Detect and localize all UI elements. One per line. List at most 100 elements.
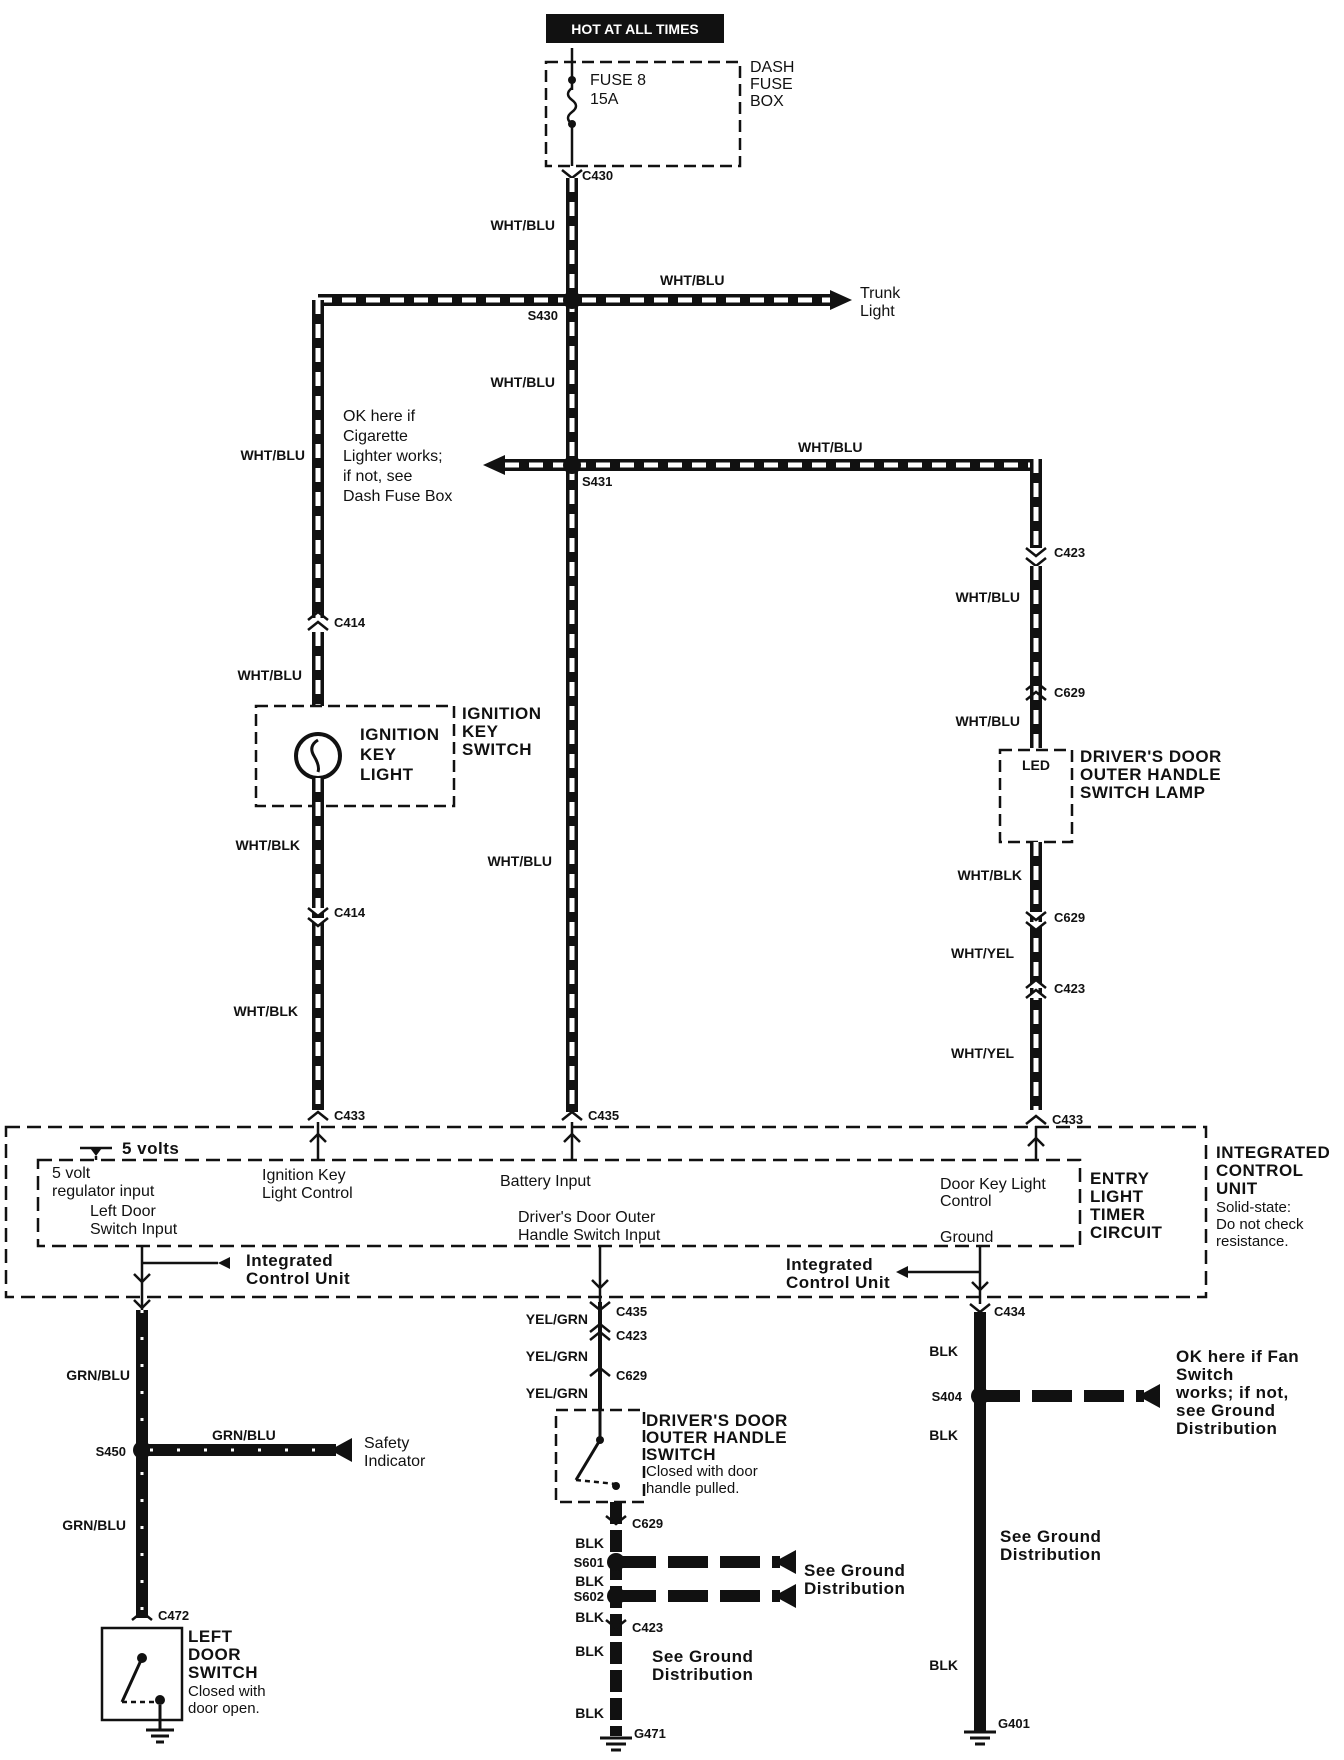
dash-fuse-box-label-3: BOX: [750, 93, 784, 110]
wire-label-right-5: WHT/YEL: [951, 1045, 1014, 1061]
left-door-switch-3: SWITCH: [188, 1663, 258, 1682]
ignition-outer-label-3: SWITCH: [462, 740, 532, 759]
fuse-element-icon: [566, 87, 578, 125]
icu-title-1: INTEGRATED: [1216, 1143, 1330, 1162]
left-output-connector-icon: [133, 1299, 151, 1310]
fuse-name: FUSE 8: [590, 72, 646, 89]
safety-indicator-arrow-icon: [330, 1438, 352, 1462]
ground-input-label: Ground: [940, 1229, 993, 1246]
hot-at-all-times-label: HOT AT ALL TIMES: [571, 21, 699, 37]
s404-arrow-icon: [1138, 1384, 1160, 1408]
left-door-switch-contact-bottom: [155, 1695, 165, 1705]
door-key-input-arrow-icon: [1027, 1136, 1045, 1147]
connector-c423-right-top-icon: [1025, 547, 1047, 568]
connector-c414-top-icon: [307, 610, 329, 631]
ignition-inner-label-1: IGNITION: [360, 725, 440, 744]
ground-dist-s601-1: See Ground: [804, 1561, 905, 1580]
led-lamp-box: [998, 748, 1074, 844]
left-door-switch-5: door open.: [188, 1700, 260, 1717]
connector-c435-bottom-label: C435: [616, 1304, 647, 1319]
s602-arrow-icon: [774, 1584, 796, 1608]
wire-label-center-1: WHT/BLU: [490, 217, 555, 233]
s601-arrow-icon: [774, 1550, 796, 1574]
connector-c629-center-top-icon: [589, 1366, 611, 1377]
ignition-outer-label-2: KEY: [462, 722, 499, 741]
ign-key-input-arrow-icon: [309, 1132, 327, 1143]
connector-c414-bottom-icon: [307, 907, 329, 928]
trunk-light-arrow-icon: [830, 290, 852, 310]
wire-label-blk-c4: BLK: [575, 1643, 604, 1659]
connector-c433-right-icon: [1025, 1114, 1047, 1125]
wire-label-right-4: WHT/YEL: [951, 945, 1014, 961]
icu-note-1: Solid-state:: [1216, 1199, 1291, 1216]
connector-c629-right-bottom-label: C629: [1054, 910, 1085, 925]
splice-s430-label: S430: [528, 308, 558, 323]
led-label: LED: [1022, 757, 1050, 773]
driver-switch-dash: [575, 1478, 617, 1486]
splice-s431-label: S431: [582, 474, 612, 489]
wire-label-yel-grn-1: YEL/GRN: [526, 1311, 588, 1327]
ground-g471-label: G471: [634, 1726, 666, 1741]
connector-c423-center-bottom-icon: [605, 1619, 627, 1630]
connector-c433-left-label: C433: [334, 1108, 365, 1123]
five-volts-label: 5 volts: [122, 1139, 179, 1158]
hot-at-all-times-badge: [546, 14, 724, 43]
left-door-input-1: Left Door: [90, 1203, 156, 1220]
left-output-arrow-icon: [133, 1273, 151, 1284]
led-lamp-label-2: OUTER HANDLE: [1080, 765, 1221, 784]
connector-c414-top-label: C414: [334, 615, 366, 630]
icu-title-2: CONTROL: [1216, 1161, 1304, 1180]
splice-s450-label: S450: [96, 1444, 126, 1459]
connector-c629-center-bottom-label: C629: [632, 1516, 663, 1531]
ground-dist-center-1: See Ground: [652, 1647, 753, 1666]
entry-light-2: LIGHT: [1090, 1187, 1144, 1206]
left-door-switch-arm: [120, 1657, 144, 1703]
trunk-light-label-2: Light: [860, 303, 895, 320]
wire-s431-right: [572, 459, 1042, 548]
driver-handle-input-2: Handle Switch Input: [518, 1227, 661, 1244]
driver-handle-input-1: Driver's Door Outer: [518, 1209, 656, 1226]
battery-input-arrow-icon: [563, 1132, 581, 1143]
fan-note-3: works; if not,: [1175, 1383, 1289, 1402]
connector-c423-right-bottom-label: C423: [1054, 981, 1085, 996]
connector-c423-right-top-label: C423: [1054, 545, 1085, 560]
fuse-rating: 15A: [590, 91, 619, 108]
connector-c472-label: C472: [158, 1608, 189, 1623]
icu-note-3: resistance.: [1216, 1233, 1289, 1250]
fan-note-1: OK here if Fan: [1176, 1347, 1299, 1366]
wire-label-left-3: WHT/BLK: [235, 837, 300, 853]
connector-c629-center-bottom-icon: [605, 1515, 627, 1526]
driver-switch-5: handle pulled.: [646, 1480, 739, 1497]
connector-c430-label: C430: [582, 168, 613, 183]
ignition-inner-label-3: LIGHT: [360, 765, 414, 784]
ground-dist-center-2: Distribution: [652, 1665, 753, 1684]
wire-label-grn-blu-2: GRN/BLU: [62, 1517, 126, 1533]
ign-key-control-1: Ignition Key: [262, 1167, 346, 1184]
connector-c423-center-icon: [589, 1322, 611, 1341]
fuse-terminal-top: [568, 76, 576, 84]
wire-label-right-3: WHT/BLK: [957, 867, 1022, 883]
fan-note-2: Switch: [1176, 1365, 1234, 1384]
entry-light-timer-box: [36, 1158, 1082, 1248]
wire-label-safety: GRN/BLU: [212, 1427, 276, 1443]
connector-c435-top-icon: [561, 1110, 583, 1121]
wire-label-s431-right: WHT/BLU: [798, 439, 863, 455]
safety-indicator-1: Safety: [364, 1435, 409, 1452]
ignition-inner-label-2: KEY: [360, 745, 397, 764]
connector-c435-bottom-icon: [589, 1301, 611, 1312]
driver-switch-arm: [574, 1439, 602, 1481]
connector-c472-icon: [131, 1610, 153, 1621]
connector-c423-center-bottom-label: C423: [632, 1620, 663, 1635]
dash-fuse-box: [544, 60, 742, 168]
left-icu-ref-2: Control Unit: [246, 1269, 350, 1288]
bulb-filament-icon: [310, 738, 320, 773]
icu-title-3: UNIT: [1216, 1179, 1258, 1198]
connector-c430-icon: [561, 169, 583, 180]
left-door-switch-4: Closed with: [188, 1683, 266, 1700]
fan-note-4: see Ground: [1176, 1401, 1275, 1420]
center-output-arrow-icon: [591, 1279, 609, 1290]
connector-c629-right-top-label: C629: [1054, 685, 1085, 700]
cigar-note-3: Lighter works;: [343, 448, 443, 465]
connector-c423-right-bottom-icon: [1025, 978, 1047, 999]
